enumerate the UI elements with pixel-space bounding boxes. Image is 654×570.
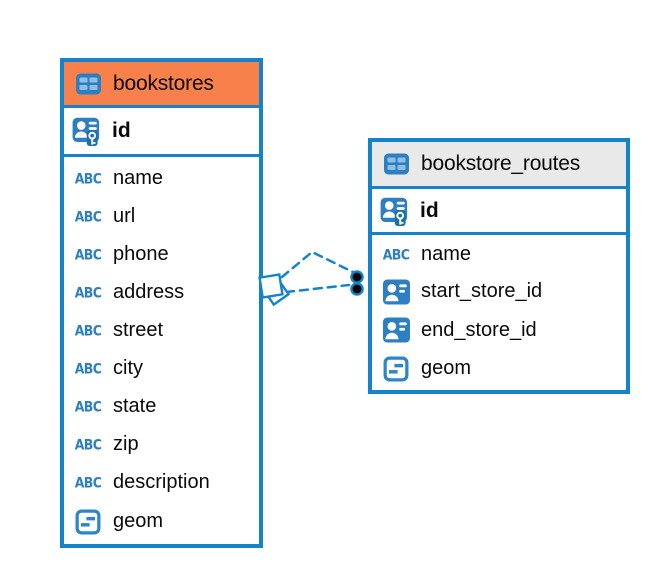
column-row[interactable]: ABC city bbox=[64, 357, 259, 380]
column-name: id bbox=[112, 119, 131, 142]
text-type-icon: ABC bbox=[74, 397, 102, 415]
text-type-icon: ABC bbox=[74, 245, 102, 263]
column-name: phone bbox=[113, 242, 169, 265]
column-list: ABC name ABC url ABC phone ABC address A… bbox=[64, 157, 259, 544]
column-name: geom bbox=[421, 357, 472, 380]
column-name: end_store_id bbox=[421, 318, 537, 341]
entity-table-bookstores[interactable]: bookstores id ABC bbox=[60, 58, 263, 548]
relationship-dashed-lines[interactable] bbox=[280, 250, 355, 294]
table-header-bookstore-routes[interactable]: bookstore_routes bbox=[372, 142, 626, 189]
column-row[interactable]: ABC zip bbox=[64, 433, 259, 456]
relation-diamond-icon[interactable] bbox=[258, 273, 291, 307]
column-name: name bbox=[421, 243, 472, 266]
column-row-id[interactable]: id bbox=[372, 189, 626, 235]
column-name: state bbox=[113, 394, 157, 417]
column-name: geom bbox=[113, 510, 164, 532]
relation-endpoint-dots[interactable] bbox=[350, 270, 364, 296]
column-name: description bbox=[113, 470, 210, 493]
column-row[interactable]: end_store_id bbox=[372, 317, 626, 343]
table-header-bookstores[interactable]: bookstores bbox=[64, 62, 259, 108]
table-icon bbox=[72, 73, 104, 95]
text-type-icon: ABC bbox=[382, 246, 410, 264]
column-name: id bbox=[420, 198, 439, 222]
text-type-icon: ABC bbox=[74, 283, 102, 301]
column-name: zip bbox=[113, 432, 139, 455]
column-row[interactable]: ABC url bbox=[64, 205, 259, 228]
geometry-type-icon bbox=[72, 509, 104, 535]
column-row[interactable]: ABC name bbox=[64, 167, 259, 190]
column-row[interactable]: ABC name bbox=[372, 243, 626, 266]
text-type-icon: ABC bbox=[74, 473, 102, 491]
column-row[interactable]: ABC phone bbox=[64, 243, 259, 266]
table-title: bookstores bbox=[113, 71, 214, 95]
column-name: url bbox=[113, 204, 136, 227]
column-name: address bbox=[113, 280, 185, 303]
column-name: city bbox=[113, 356, 143, 379]
primary-key-icon bbox=[379, 196, 411, 226]
column-name: street bbox=[113, 318, 164, 341]
column-name: start_store_id bbox=[421, 280, 543, 303]
table-icon bbox=[380, 153, 412, 175]
text-type-icon: ABC bbox=[74, 321, 102, 339]
text-type-icon: ABC bbox=[74, 359, 102, 377]
text-type-icon: ABC bbox=[74, 435, 102, 453]
column-list: ABC name start_store_id bbox=[372, 235, 626, 390]
column-row[interactable]: ABC state bbox=[64, 395, 259, 418]
column-name: name bbox=[113, 166, 164, 189]
geometry-type-icon bbox=[380, 356, 412, 382]
text-type-icon: ABC bbox=[74, 169, 102, 187]
table-title: bookstore_routes bbox=[421, 152, 581, 175]
column-row[interactable]: ABC street bbox=[64, 319, 259, 342]
column-row-id[interactable]: id bbox=[64, 108, 259, 157]
column-row[interactable]: geom bbox=[64, 509, 259, 535]
column-row[interactable]: ABC address bbox=[64, 281, 259, 304]
text-type-icon: ABC bbox=[74, 207, 102, 225]
primary-key-icon bbox=[71, 116, 103, 146]
column-row[interactable]: start_store_id bbox=[372, 279, 626, 305]
reference-type-icon bbox=[380, 279, 412, 305]
entity-table-bookstore-routes[interactable]: bookstore_routes id ABC bbox=[368, 138, 630, 394]
column-row[interactable]: geom bbox=[372, 356, 626, 382]
reference-type-icon bbox=[380, 317, 412, 343]
column-row[interactable]: ABC description bbox=[64, 471, 259, 494]
